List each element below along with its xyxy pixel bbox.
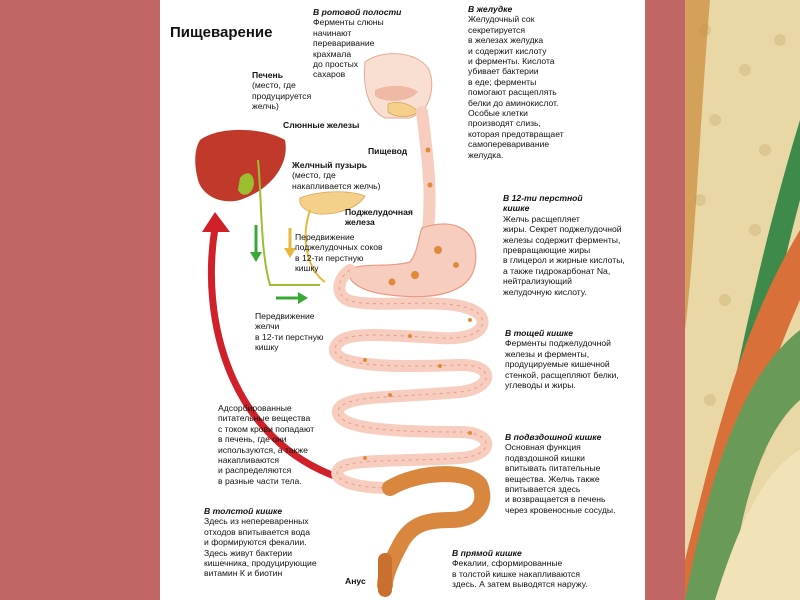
decorative-side-panel [685, 0, 800, 600]
liver [195, 129, 286, 202]
slide-frame-left [0, 0, 160, 600]
label-liver: Печень(место, где продуцируется желчь) [252, 70, 311, 112]
label-jejunum-heading: В тощей кишке [505, 328, 573, 338]
label-gallbladder-heading: Желчный пузырь [292, 160, 367, 170]
gallbladder [238, 173, 254, 195]
label-anus: Анус [345, 576, 366, 586]
pancreatic-duct [304, 209, 326, 283]
label-rectum-body: Фекалии, сформированные в толстой кишке … [452, 558, 588, 590]
label-mouth-body: Ферменты слюны начинают переваривание кр… [313, 17, 384, 80]
slide-frame-right [645, 0, 685, 600]
label-ileum-body: Основная функция подвздошной кишки впиты… [505, 442, 616, 515]
label-bile-move: Передвижение желчи в 12-ти перстную кишк… [255, 311, 324, 353]
label-pancreas: Поджелудочная железа [345, 207, 413, 228]
blood-return-arrow-red [207, 227, 342, 482]
label-ileum-heading: В подвздошной кишке [505, 432, 602, 442]
large-intestine [377, 466, 491, 593]
stomach [348, 223, 477, 298]
esophagus [416, 106, 436, 236]
label-colon-body: Здесь из непереваренных отходов впитывае… [204, 516, 317, 579]
bile-duct [257, 159, 320, 286]
small-intestine [329, 264, 493, 494]
label-stomach-heading: В желудке [468, 4, 513, 14]
label-gallbladder: Желчный пузырь(место, где накапливается … [292, 160, 381, 191]
label-pancreatic-juice: Передвижение поджелудочных соков в 12-ти… [295, 232, 383, 274]
label-colon-heading: В толстой кишке [204, 506, 283, 516]
label-duodenum-heading: В 12-ти перстной кишке [503, 193, 583, 214]
slide: Пищеварение В ро [160, 0, 645, 600]
label-absorbed-nutrients: Адсорбированные питательные вещества с т… [218, 403, 315, 486]
food-spots [363, 147, 472, 460]
tongue [375, 85, 418, 101]
pancreas [299, 191, 366, 215]
digestive-system-illustration [195, 53, 493, 597]
diagram-title: Пищеварение [170, 24, 273, 41]
label-gallbladder-body: (место, где накапливается желчь) [292, 170, 381, 191]
label-rectum-heading: В прямой кишке [452, 548, 522, 558]
label-liver-body: (место, где продуцируется желчь) [252, 80, 312, 112]
label-esophagus: Пищевод [368, 146, 408, 156]
label-salivary-glands: Слюнные железы [283, 120, 360, 130]
label-jejunum-body: Ферменты поджелудочной железы и ферменты… [505, 338, 619, 391]
label-liver-heading: Печень [252, 70, 283, 80]
label-mouth-heading: В ротовой полости [313, 7, 402, 17]
label-duodenum-body: Желчь расщепляет жиры. Секрет поджелудоч… [503, 213, 625, 297]
label-stomach-body: Желудочный сок секретируется в железах ж… [468, 14, 564, 160]
